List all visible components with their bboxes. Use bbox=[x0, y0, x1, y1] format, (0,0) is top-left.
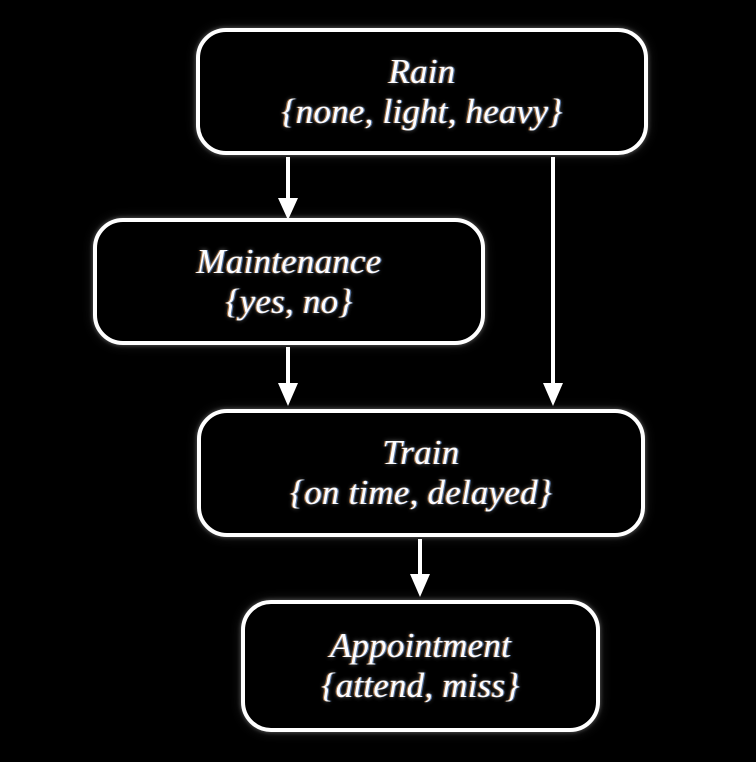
node-train-states: {on time, delayed} bbox=[290, 473, 552, 512]
edge-rain-to-train bbox=[543, 157, 563, 406]
edge-rain-to-maintenance bbox=[278, 157, 298, 220]
node-maintenance-label: Maintenance bbox=[196, 241, 382, 281]
edge-train-to-appointment bbox=[410, 539, 430, 597]
node-rain[interactable]: Rain {none, light, heavy} bbox=[196, 28, 648, 155]
node-train[interactable]: Train {on time, delayed} bbox=[197, 409, 645, 537]
node-appointment-label: Appointment bbox=[329, 626, 512, 666]
node-rain-states: {none, light, heavy} bbox=[281, 91, 563, 131]
node-train-label: Train bbox=[382, 433, 460, 473]
node-appointment-states: {attend, miss} bbox=[321, 666, 520, 705]
node-appointment[interactable]: Appointment {attend, miss} bbox=[241, 600, 600, 732]
node-rain-label: Rain bbox=[388, 51, 456, 91]
node-maintenance[interactable]: Maintenance {yes, no} bbox=[93, 218, 485, 345]
node-maintenance-states: {yes, no} bbox=[225, 281, 353, 321]
edge-maintenance-to-train bbox=[278, 347, 298, 406]
